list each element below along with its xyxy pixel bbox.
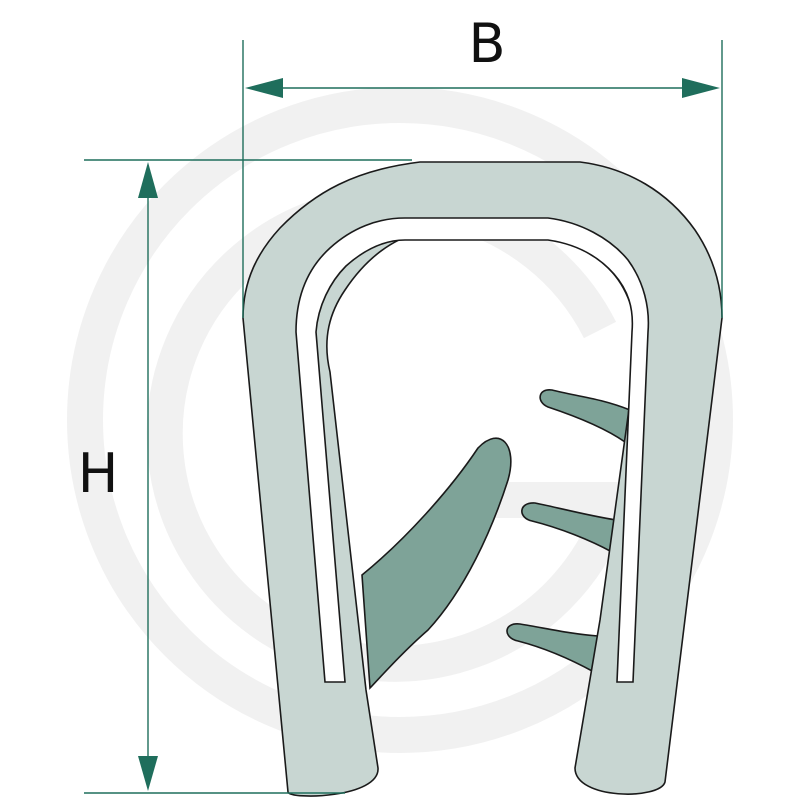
fin-top bbox=[539, 389, 631, 444]
b-arrow-right bbox=[682, 78, 720, 98]
dimension-label-b: B bbox=[468, 12, 505, 75]
dimension-label-h: H bbox=[78, 442, 119, 505]
u-profile-body bbox=[242, 161, 723, 797]
fin-middle bbox=[521, 502, 617, 554]
reinforcement-channel bbox=[295, 217, 650, 683]
h-arrow-top bbox=[138, 162, 158, 198]
large-fin bbox=[361, 437, 512, 690]
dimension-lines bbox=[84, 40, 723, 794]
h-arrow-bottom bbox=[138, 756, 158, 791]
b-arrow-left bbox=[245, 78, 283, 98]
watermark-ring bbox=[67, 87, 733, 753]
gripping-fins bbox=[361, 389, 631, 690]
fin-bottom bbox=[506, 623, 599, 674]
